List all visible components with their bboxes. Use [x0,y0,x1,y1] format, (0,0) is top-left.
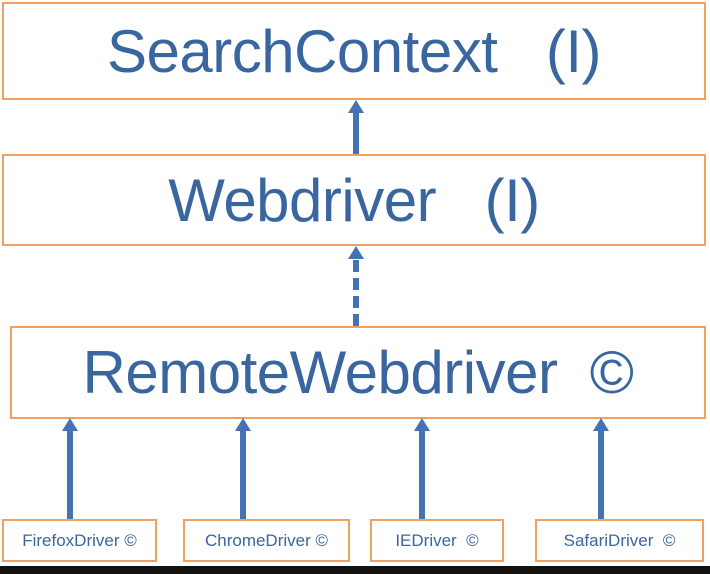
webdriver-to-searchcontext-arrow [348,100,364,154]
remote-to-webdriver-arrow [348,246,364,326]
webdriver-box: Webdriver (I) [2,154,706,246]
chrome-to-remote-arrow [235,418,251,519]
safari-to-remote-arrow [593,418,609,519]
ie-driver-box: IEDriver © [370,519,504,562]
ie-to-remote-arrow [414,418,430,519]
safari-driver-box: SafariDriver © [535,519,704,562]
chrome-driver-label: ChromeDriver © [204,530,329,550]
bottom-bar [0,566,710,574]
firefox-driver-label: FirefoxDriver © [22,530,137,550]
remote-webdriver-label: RemoteWebdriver © [82,339,634,406]
webdriver-label: Webdriver (I) [168,166,540,234]
ie-driver-label: IEDriver © [395,530,479,550]
search-context-box: SearchContext (I) [2,2,706,100]
search-context-label: SearchContext (I) [106,17,602,85]
remote-webdriver-box: RemoteWebdriver © [10,326,706,419]
firefox-to-remote-arrow [62,418,78,519]
safari-driver-label: SafariDriver © [563,530,676,550]
chrome-driver-box: ChromeDriver © [183,519,350,562]
firefox-driver-box: FirefoxDriver © [2,519,157,562]
